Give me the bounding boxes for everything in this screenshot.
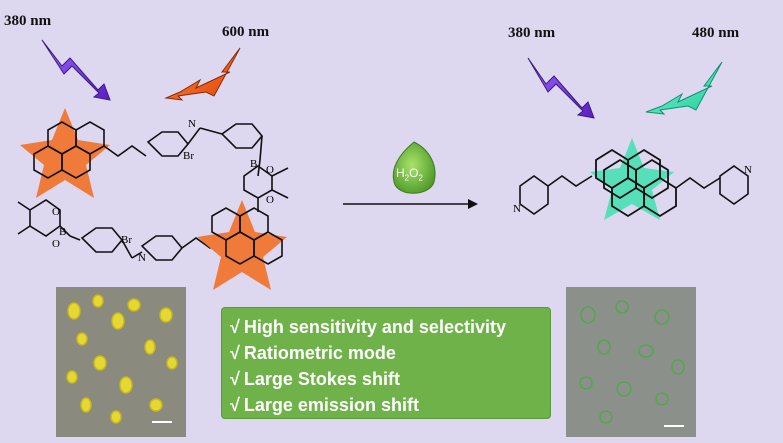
excitation-bolt-right: [527, 57, 595, 119]
emission-bolt-right: [645, 61, 723, 115]
oxygen-label-top-1: O: [266, 164, 274, 176]
h2o2-droplet: [392, 141, 436, 194]
pyrene-star-bottom-right: [197, 200, 287, 290]
boron-label-top: B: [250, 158, 258, 170]
nitrogen-label-product-right: N: [744, 164, 752, 176]
boron-label-bottom: B: [59, 226, 67, 238]
cells-yellow: [56, 287, 186, 437]
oxygen-label-bottom-2: O: [52, 238, 60, 250]
label-emission-right: 480 nm: [692, 25, 740, 41]
check-icon: √: [230, 395, 240, 415]
nitrogen-label-bottom: N: [138, 252, 146, 264]
feature-text: Large emission shift: [243, 395, 419, 415]
emission-bolt-left: [164, 47, 241, 101]
pyrene-star-top-left: [20, 108, 110, 198]
label-excitation-right: 380 nm: [508, 25, 556, 41]
check-icon: √: [230, 317, 240, 337]
excitation-bolt-left: [41, 39, 111, 101]
feature-item: √Ratiometric mode: [230, 340, 550, 366]
pinacol-boronate-bottom: [17, 199, 225, 261]
bromide-label-bottom: Br: [121, 234, 132, 246]
pyridinium-vinyl-top: [103, 123, 289, 212]
oxygen-label-top-2: O: [266, 194, 274, 206]
oxygen-label-bottom-1: O: [52, 206, 60, 218]
feature-text: Ratiometric mode: [243, 343, 396, 363]
cells-green: [566, 287, 696, 437]
h2o2-label: H2O2: [396, 166, 423, 183]
nitrogen-label-product-left: N: [513, 203, 521, 215]
check-icon: √: [230, 369, 240, 389]
feature-text: High sensitivity and selectivity: [243, 317, 506, 337]
label-excitation-left: 380 nm: [4, 13, 52, 29]
check-icon: √: [230, 343, 240, 363]
label-emission-left: 600 nm: [222, 24, 270, 40]
bromide-label-top: Br: [183, 150, 194, 162]
product-molecule: [519, 138, 749, 220]
microscopy-image-left: [56, 287, 186, 437]
nitrogen-label-top: N: [188, 118, 196, 130]
microscopy-image-right: [566, 287, 696, 437]
feature-text: Large Stokes shift: [243, 369, 400, 389]
features-box: √High sensitivity and selectivity √Ratio…: [221, 307, 551, 419]
feature-item: √Large Stokes shift: [230, 366, 550, 392]
feature-item: √High sensitivity and selectivity: [230, 314, 550, 340]
feature-item: √Large emission shift: [230, 392, 550, 418]
reaction-arrow-head: [468, 199, 478, 209]
